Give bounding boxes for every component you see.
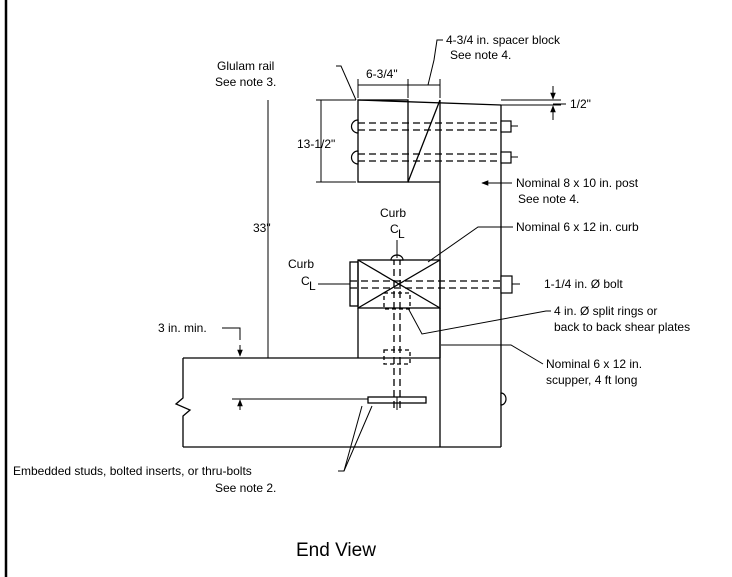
split-rings-label-1: 4 in. Ø split rings or: [554, 304, 657, 318]
curb-bolt: [350, 275, 520, 294]
embedded-plate: [367, 392, 507, 410]
dim-width-label: 6-3/4": [366, 67, 398, 81]
curb-left-label: Curb: [288, 257, 314, 271]
view-title: End View: [296, 540, 376, 561]
split-rings-label-2: back to back shear plates: [554, 320, 690, 334]
spacer-block-note: See note 4.: [450, 48, 511, 62]
glulam-rail: [357, 99, 502, 183]
curb-centerline-top: Curb C L: [380, 206, 406, 258]
dim-min-depth: 3 in. min.: [158, 321, 368, 410]
curb-6x12: [349, 259, 441, 309]
leader-split-rings: 4 in. Ø split rings or back to back shea…: [407, 304, 690, 335]
leader-glulam-rail: Glulam rail See note 3.: [215, 59, 357, 101]
post-note: See note 4.: [518, 192, 579, 206]
bolt-label: 1-1/4 in. Ø bolt: [544, 277, 623, 291]
leader-bolt: 1-1/4 in. Ø bolt: [544, 277, 623, 291]
deck-slab: [174, 357, 440, 448]
post-label: Nominal 8 x 10 in. post: [516, 176, 639, 190]
curb-centerline-left: Curb C L: [288, 257, 350, 293]
scupper-6x12: [357, 308, 441, 358]
rail-bolts: [350, 119, 518, 165]
leader-embedded-inserts: Embedded studs, bolted inserts, or thru-…: [13, 405, 373, 495]
curb-left-cl-sub: L: [309, 279, 316, 293]
leader-scupper: Nominal 6 x 12 in. scupper, 4 ft long: [441, 344, 642, 387]
leader-spacer-block: 4-3/4 in. spacer block See note 4.: [427, 33, 561, 86]
embedded-label-1: Embedded studs, bolted inserts, or thru-…: [13, 464, 252, 478]
scupper-label-1: Nominal 6 x 12 in.: [546, 357, 642, 371]
min-depth-label: 3 in. min.: [158, 321, 207, 335]
dim-gap-label: 1/2": [570, 97, 591, 111]
embedded-label-2: See note 2.: [215, 481, 276, 495]
leader-post: Nominal 8 x 10 in. post See note 4.: [481, 176, 639, 206]
leader-curb: Nominal 6 x 12 in. curb: [427, 220, 639, 263]
post-8x10: [439, 100, 502, 448]
dim-rail-width: 6-3/4": [357, 67, 441, 98]
spacer-block: [407, 99, 441, 183]
curb-top-cl-mark: C: [390, 222, 399, 236]
dim-gap: 1/2": [501, 86, 591, 120]
curb-top-label: Curb: [380, 206, 406, 220]
scupper-label-2: scupper, 4 ft long: [546, 373, 637, 387]
glulam-rail-note: See note 3.: [215, 75, 276, 89]
spacer-block-label: 4-3/4 in. spacer block: [446, 33, 561, 47]
curb-left-cl-mark: C: [301, 274, 310, 288]
dim-rail-height-label: 13-1/2": [297, 137, 335, 151]
vertical-anchor-rod: [383, 254, 411, 410]
curb-label: Nominal 6 x 12 in. curb: [516, 220, 639, 234]
glulam-rail-label: Glulam rail: [217, 59, 274, 73]
dim-rail-height: 13-1/2": [297, 99, 356, 183]
curb-top-cl-sub: L: [398, 227, 405, 241]
dim-total-height: 33": [253, 100, 271, 358]
dim-total-height-label: 33": [253, 221, 271, 235]
